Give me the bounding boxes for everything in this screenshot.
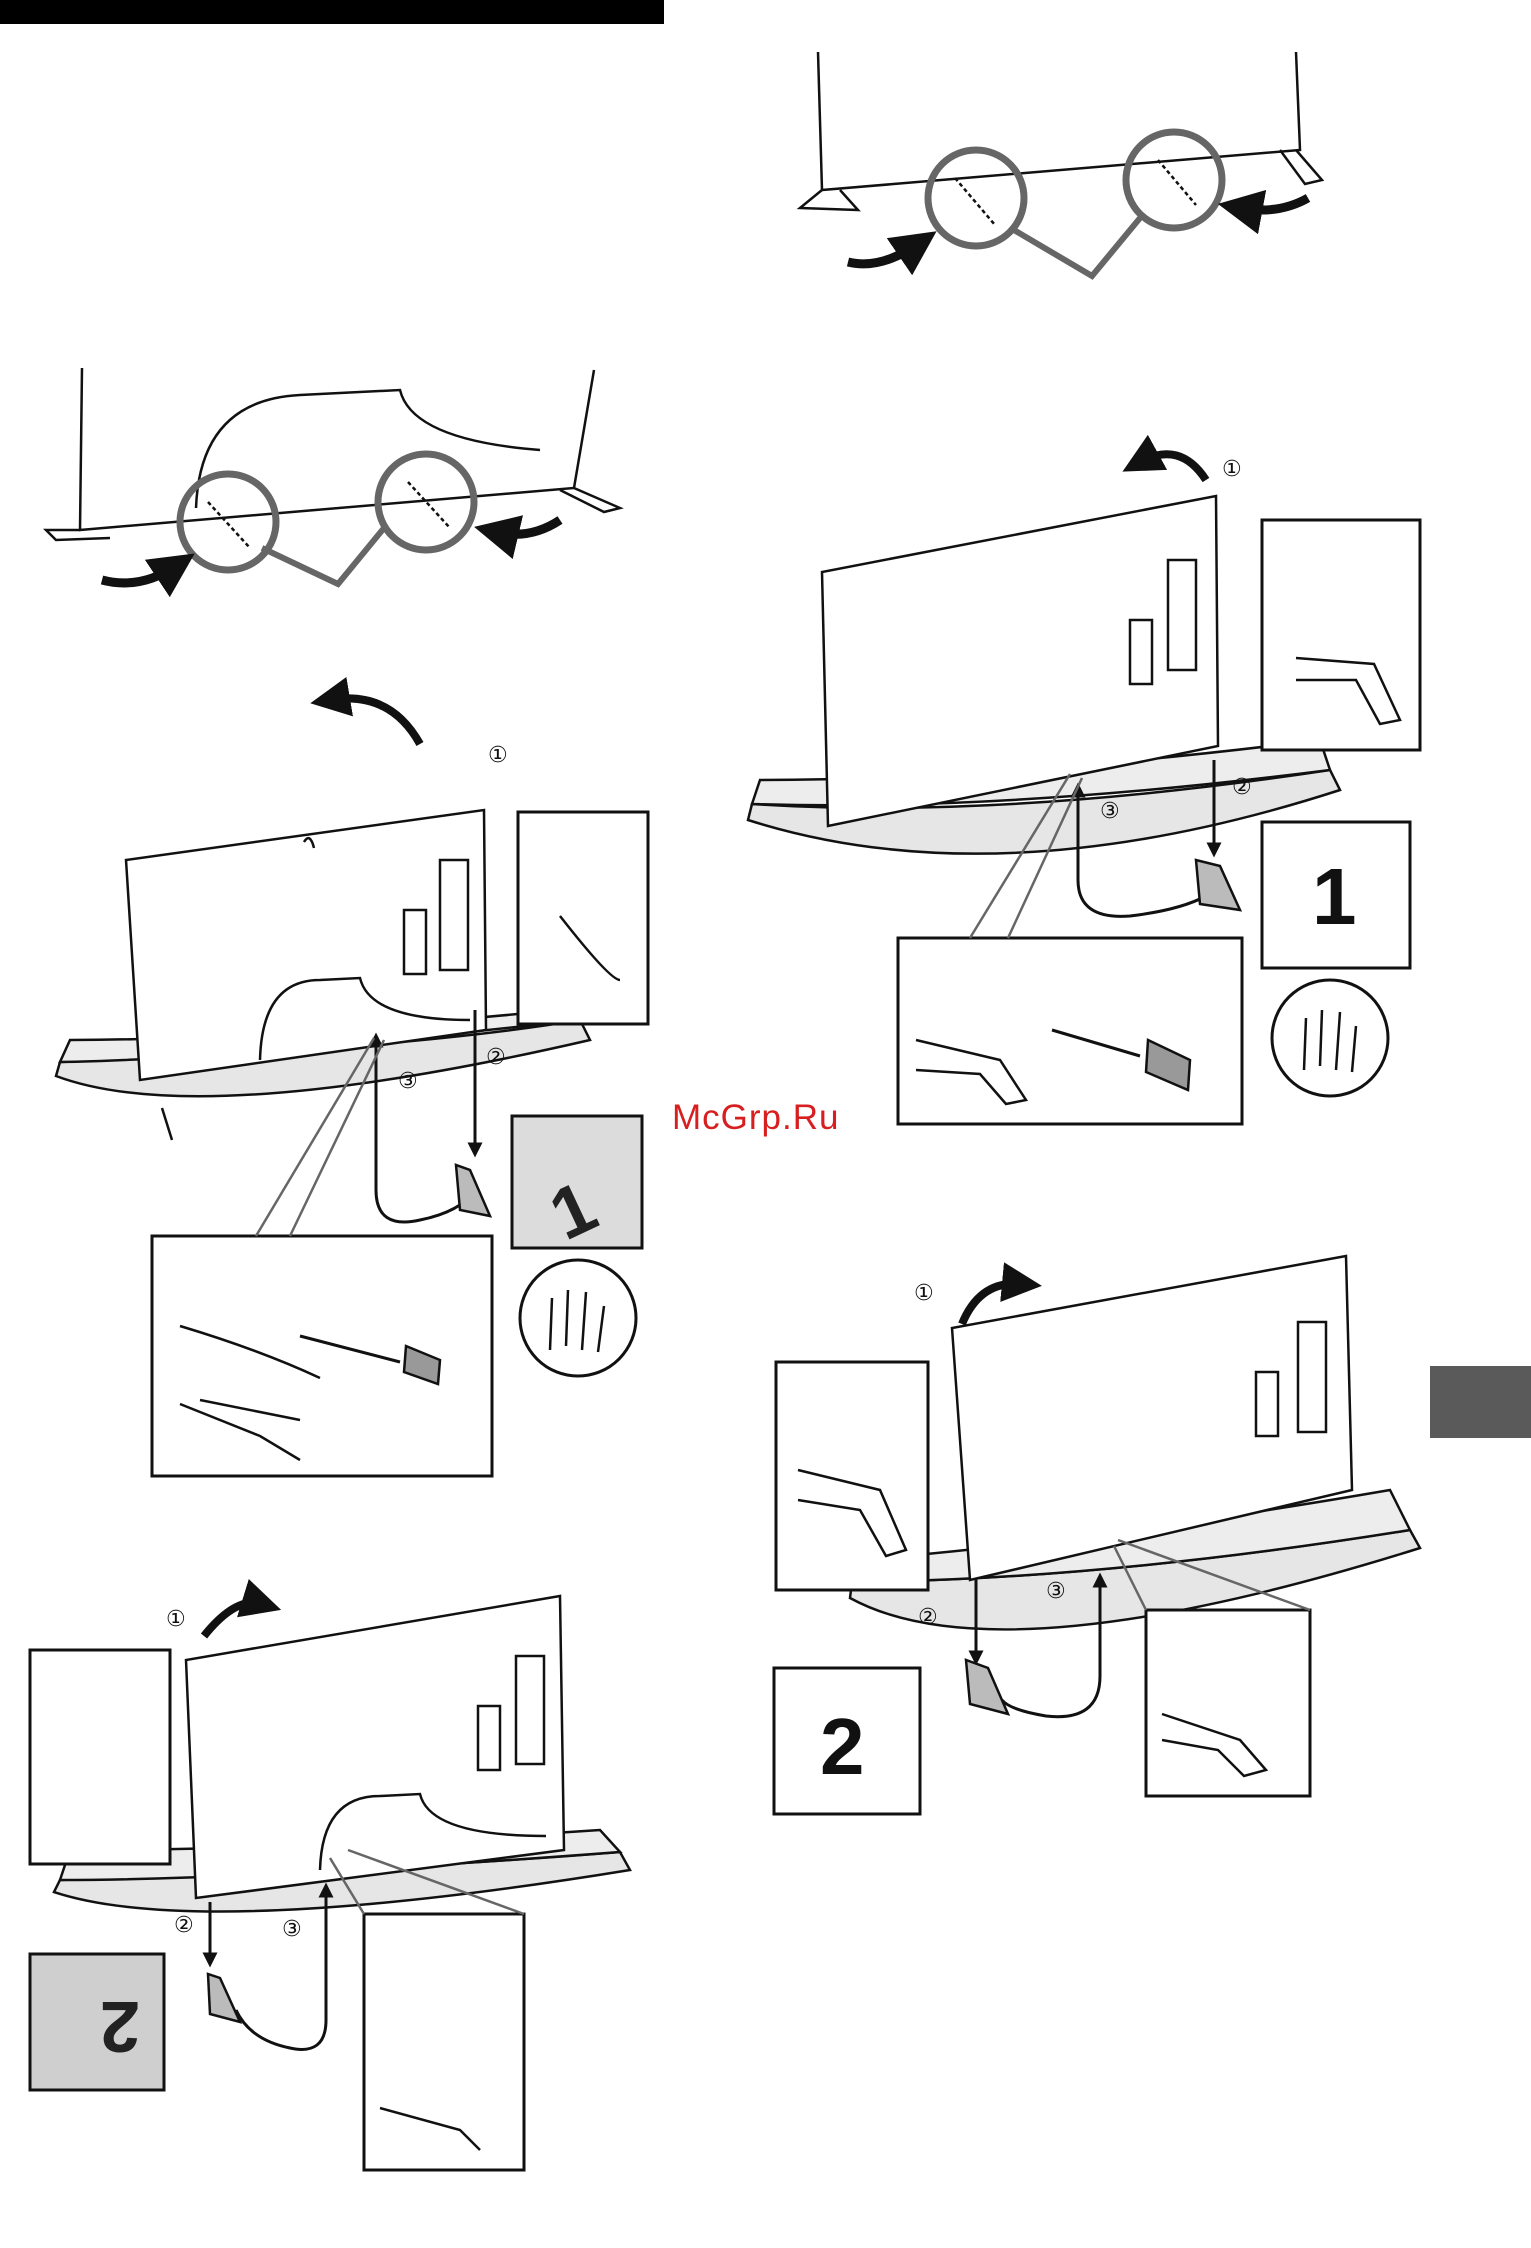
callout-number-1: 1 <box>1312 852 1357 941</box>
step-marker-3-b: ③ <box>282 1917 302 1942</box>
callout-number-2: 2 <box>820 1702 865 1791</box>
figure-attach-stand-2-left <box>30 1596 630 2170</box>
step-marker-1-c: ① <box>1222 457 1242 482</box>
svg-text:2: 2 <box>100 1986 140 2066</box>
step-marker-3-d: ③ <box>1046 1579 1066 1604</box>
step-marker-2-c: ② <box>1232 775 1252 800</box>
step-marker-3-c: ③ <box>1100 799 1120 824</box>
step-marker-2-d: ② <box>918 1605 938 1630</box>
figure-remove-stand-left <box>46 368 620 584</box>
step-marker-1-b: ① <box>166 1607 186 1632</box>
figure-attach-stand-1-left <box>56 698 648 1476</box>
figure-attach-stand-2-right <box>774 1256 1420 1814</box>
step-marker-2-b: ② <box>174 1913 194 1938</box>
figure-attach-stand-1-right <box>748 454 1420 1124</box>
step-marker-3: ③ <box>398 1069 418 1094</box>
step-marker-1-d: ① <box>914 1281 934 1306</box>
step-marker-2: ② <box>486 1045 506 1070</box>
figure-remove-stand-top <box>800 52 1322 276</box>
step-marker-1: ① <box>488 743 508 768</box>
